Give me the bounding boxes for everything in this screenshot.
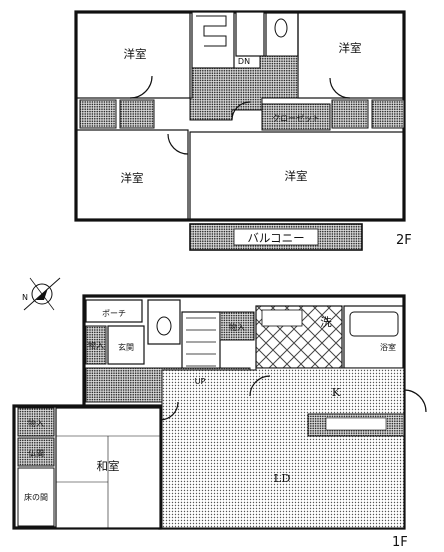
porch (85, 299, 143, 323)
label-buddhist: 仏間 (28, 449, 44, 458)
room-western-main (189, 131, 405, 221)
label-closet: クローゼット (272, 113, 320, 123)
compass-icon: N (22, 277, 61, 311)
balcony-label-bg (233, 228, 319, 246)
room-western-sw (75, 129, 189, 221)
door-arc-1f-3 (249, 375, 271, 397)
label-japanese: 和室 (97, 459, 120, 473)
washbasin-icon (261, 309, 303, 327)
ldk (161, 367, 405, 529)
label-washroom: 洗 (320, 315, 332, 329)
tatami-lines (56, 435, 160, 528)
floor-1f: ポーチ 玄関 物入 物入 洗 浴室 UP K LD 和室 物入 仏間 床の間 1… (12, 294, 427, 550)
compass-label: N (22, 293, 28, 302)
label-western-nw: 洋室 (124, 47, 147, 61)
door-arc-2f-1 (129, 75, 153, 99)
label-storage2: 物入 (229, 322, 245, 332)
floor-2f: 洋室 洋室 洋室 洋室 DN クローゼット バルコニー 2F (74, 10, 412, 251)
label-stair-dn: DN (238, 57, 250, 66)
buddhist-altar (17, 437, 55, 467)
entrance (107, 325, 145, 365)
stair-2f (191, 11, 265, 69)
door-arc-2f-4 (167, 133, 189, 155)
closet-right-2f (371, 99, 405, 129)
room-western-ne (297, 11, 405, 99)
bath-1f (343, 305, 405, 369)
toilet-2f (265, 11, 299, 61)
tokonoma (17, 467, 55, 527)
label-storage: 物入 (88, 340, 104, 350)
sink-icon (325, 417, 387, 431)
label-floor-2f: 2F (396, 233, 412, 248)
label-storage-annex: 物入 (28, 418, 44, 428)
label-western-ne: 洋室 (339, 41, 362, 55)
closet-2f (261, 103, 331, 131)
label-kitchen: K (332, 385, 341, 399)
label-western-main: 洋室 (285, 169, 308, 183)
closet-center-2f (119, 99, 155, 129)
label-balcony: バルコニー (247, 231, 304, 245)
stair-1f (181, 311, 221, 375)
label-tokonoma: 床の間 (24, 492, 48, 502)
door-arc-2f-2 (329, 77, 351, 99)
door-arc-1f-2 (403, 389, 427, 413)
door-arc-1f-1 (159, 401, 179, 421)
door-arc-2f-3 (231, 101, 251, 121)
label-bath: 浴室 (380, 342, 396, 352)
storage-1f (219, 311, 255, 341)
closet-left-2f (79, 99, 117, 129)
storage-entrance (85, 325, 107, 365)
label-entrance: 玄関 (118, 342, 134, 352)
label-porch: ポーチ (102, 309, 126, 318)
label-stair-up: UP (195, 377, 206, 386)
storage-annex (17, 407, 55, 437)
closet-small-2f (331, 99, 369, 129)
label-ldk: LD (274, 471, 291, 485)
wc-1f (147, 299, 181, 345)
label-western-sw: 洋室 (121, 171, 144, 185)
label-floor-1f: 1F (392, 535, 408, 550)
